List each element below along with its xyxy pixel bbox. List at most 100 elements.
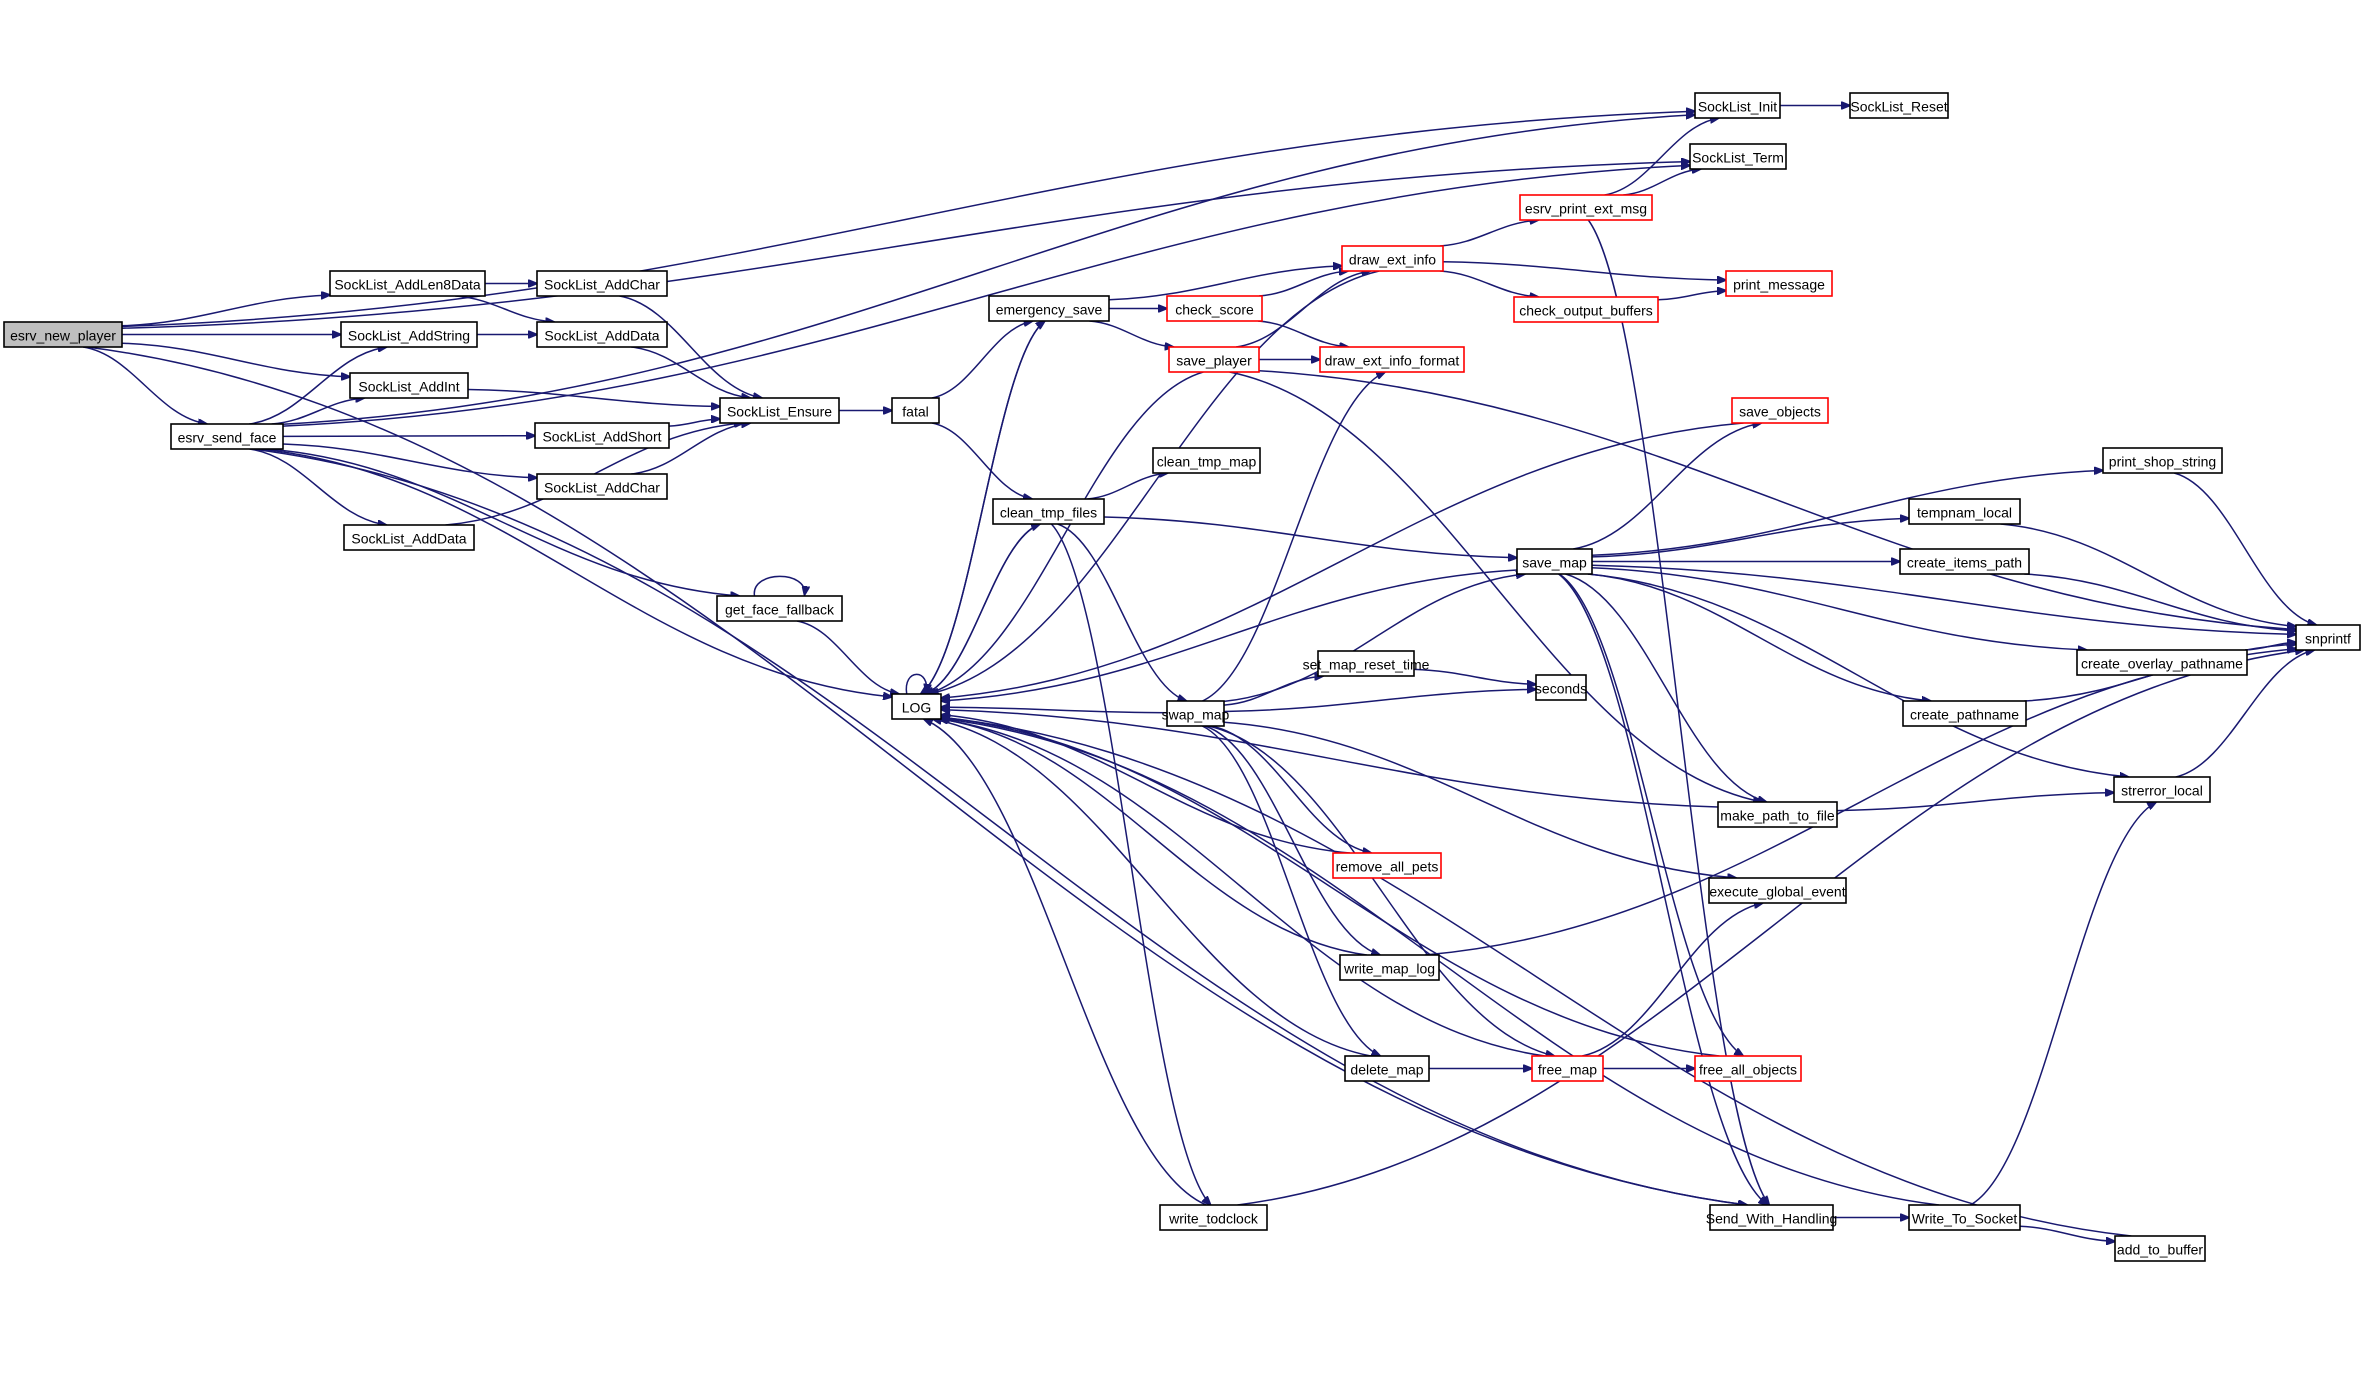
node-box[interactable] (1152, 447, 1261, 474)
node-socklist-addshort[interactable]: SockList_AddShort (534, 422, 670, 449)
node-box[interactable] (1849, 92, 1949, 119)
node-box[interactable] (1725, 270, 1833, 297)
node-set-map-reset-time[interactable]: set_map_reset_time (1303, 650, 1430, 677)
node-socklist-addlen8data[interactable]: SockList_AddLen8Data (329, 270, 486, 297)
node-box[interactable] (1899, 548, 2030, 575)
node-tempnam-local[interactable]: tempnam_local (1908, 498, 2021, 525)
node-free-map[interactable]: free_map (1531, 1055, 1604, 1082)
node-box[interactable] (2113, 776, 2211, 803)
node-box[interactable] (1516, 548, 1593, 575)
node-check-output-buffers[interactable]: check_output_buffers (1513, 296, 1659, 323)
node-delete-map[interactable]: delete_map (1344, 1055, 1430, 1082)
node-box[interactable] (1168, 346, 1260, 373)
node-write-map-log[interactable]: write_map_log (1339, 954, 1440, 981)
node-clean-tmp-files[interactable]: clean_tmp_files (992, 498, 1105, 525)
node-box[interactable] (1908, 1204, 2021, 1231)
node-save-objects[interactable]: save_objects (1731, 397, 1829, 424)
node-box[interactable] (349, 372, 469, 399)
node-box[interactable] (1341, 245, 1444, 272)
node-save-map[interactable]: save_map (1516, 548, 1593, 575)
node-execute-global-event[interactable]: execute_global_event (1708, 877, 1847, 904)
node-box[interactable] (719, 397, 840, 424)
node-box[interactable] (1339, 954, 1440, 981)
node-free-all-objects[interactable]: free_all_objects (1694, 1055, 1802, 1082)
node-box[interactable] (2295, 624, 2361, 651)
node-box[interactable] (1519, 194, 1653, 221)
node-box[interactable] (1159, 1204, 1268, 1231)
node-box[interactable] (534, 422, 670, 449)
node-save-player[interactable]: save_player (1168, 346, 1260, 373)
node-clean-tmp-map[interactable]: clean_tmp_map (1152, 447, 1261, 474)
node-socklist-addchar-b[interactable]: SockList_AddChar (536, 473, 668, 500)
node-esrv-print-ext-msg[interactable]: esrv_print_ext_msg (1519, 194, 1653, 221)
node-box[interactable] (988, 295, 1110, 322)
node-strerror-local[interactable]: strerror_local (2113, 776, 2211, 803)
node-draw-ext-info[interactable]: draw_ext_info (1341, 245, 1444, 272)
node-print-shop-string[interactable]: print_shop_string (2102, 447, 2223, 474)
node-socklist-addchar-a[interactable]: SockList_AddChar (536, 270, 668, 297)
node-box[interactable] (1513, 296, 1659, 323)
node-box[interactable] (1717, 801, 1838, 828)
node-box[interactable] (1531, 1055, 1604, 1082)
node-create-overlay-pathname[interactable]: create_overlay_pathname (2076, 649, 2248, 676)
node-box[interactable] (2114, 1235, 2206, 1262)
node-box[interactable] (1694, 92, 1781, 119)
node-box[interactable] (170, 423, 284, 450)
node-write-todclock[interactable]: write_todclock (1159, 1204, 1268, 1231)
node-esrv-send-face[interactable]: esrv_send_face (170, 423, 284, 450)
node-box[interactable] (1908, 498, 2021, 525)
node-box[interactable] (1709, 1204, 1834, 1231)
node-box[interactable] (3, 321, 123, 348)
node-box[interactable] (891, 693, 942, 720)
node-socklist-reset[interactable]: SockList_Reset (1849, 92, 1949, 119)
node-socklist-addint[interactable]: SockList_AddInt (349, 372, 469, 399)
node-seconds[interactable]: seconds (1535, 674, 1587, 701)
node-emergency-save[interactable]: emergency_save (988, 295, 1110, 322)
node-box[interactable] (536, 270, 668, 297)
node-box[interactable] (329, 270, 486, 297)
node-box[interactable] (716, 595, 843, 622)
node-box[interactable] (1166, 295, 1263, 322)
node-box[interactable] (1902, 700, 2027, 727)
node-box[interactable] (536, 321, 668, 348)
node-swap-map[interactable]: swap_map (1162, 700, 1230, 727)
node-box[interactable] (1689, 143, 1787, 170)
node-box[interactable] (2076, 649, 2248, 676)
node-box[interactable] (1344, 1055, 1430, 1082)
node-make-path-to-file[interactable]: make_path_to_file (1717, 801, 1838, 828)
node-box[interactable] (2102, 447, 2223, 474)
node-box[interactable] (992, 498, 1105, 525)
node-socklist-term[interactable]: SockList_Term (1689, 143, 1787, 170)
node-box[interactable] (343, 524, 475, 551)
node-socklist-init[interactable]: SockList_Init (1694, 92, 1781, 119)
node-log[interactable]: LOG (891, 693, 942, 720)
node-print-message[interactable]: print_message (1725, 270, 1833, 297)
node-box[interactable] (1694, 1055, 1802, 1082)
node-box[interactable] (1317, 650, 1415, 677)
node-remove-all-pets[interactable]: remove_all_pets (1332, 852, 1442, 879)
node-box[interactable] (1535, 674, 1587, 701)
node-socklist-addstring[interactable]: SockList_AddString (340, 321, 478, 348)
node-socklist-adddata-a[interactable]: SockList_AddData (536, 321, 668, 348)
node-box[interactable] (340, 321, 478, 348)
node-snprintf[interactable]: snprintf (2295, 624, 2361, 651)
node-get-face-fallback[interactable]: get_face_fallback (716, 595, 843, 622)
node-box[interactable] (1731, 397, 1829, 424)
node-esrv-new-player[interactable]: esrv_new_player (3, 321, 123, 348)
node-fatal[interactable]: fatal (891, 397, 940, 424)
node-add-to-buffer[interactable]: add_to_buffer (2114, 1235, 2206, 1262)
node-send-with-handling[interactable]: Send_With_Handling (1706, 1204, 1838, 1231)
node-socklist-ensure[interactable]: SockList_Ensure (719, 397, 840, 424)
node-box[interactable] (1708, 877, 1847, 904)
node-box[interactable] (1319, 346, 1465, 373)
node-check-score[interactable]: check_score (1166, 295, 1263, 322)
node-write-to-socket[interactable]: Write_To_Socket (1908, 1204, 2021, 1231)
node-box[interactable] (891, 397, 940, 424)
node-create-items-path[interactable]: create_items_path (1899, 548, 2030, 575)
node-socklist-adddata-b[interactable]: SockList_AddData (343, 524, 475, 551)
node-box[interactable] (1332, 852, 1442, 879)
node-box[interactable] (1166, 700, 1225, 727)
node-draw-ext-info-format[interactable]: draw_ext_info_format (1319, 346, 1465, 373)
node-box[interactable] (536, 473, 668, 500)
node-create-pathname[interactable]: create_pathname (1902, 700, 2027, 727)
